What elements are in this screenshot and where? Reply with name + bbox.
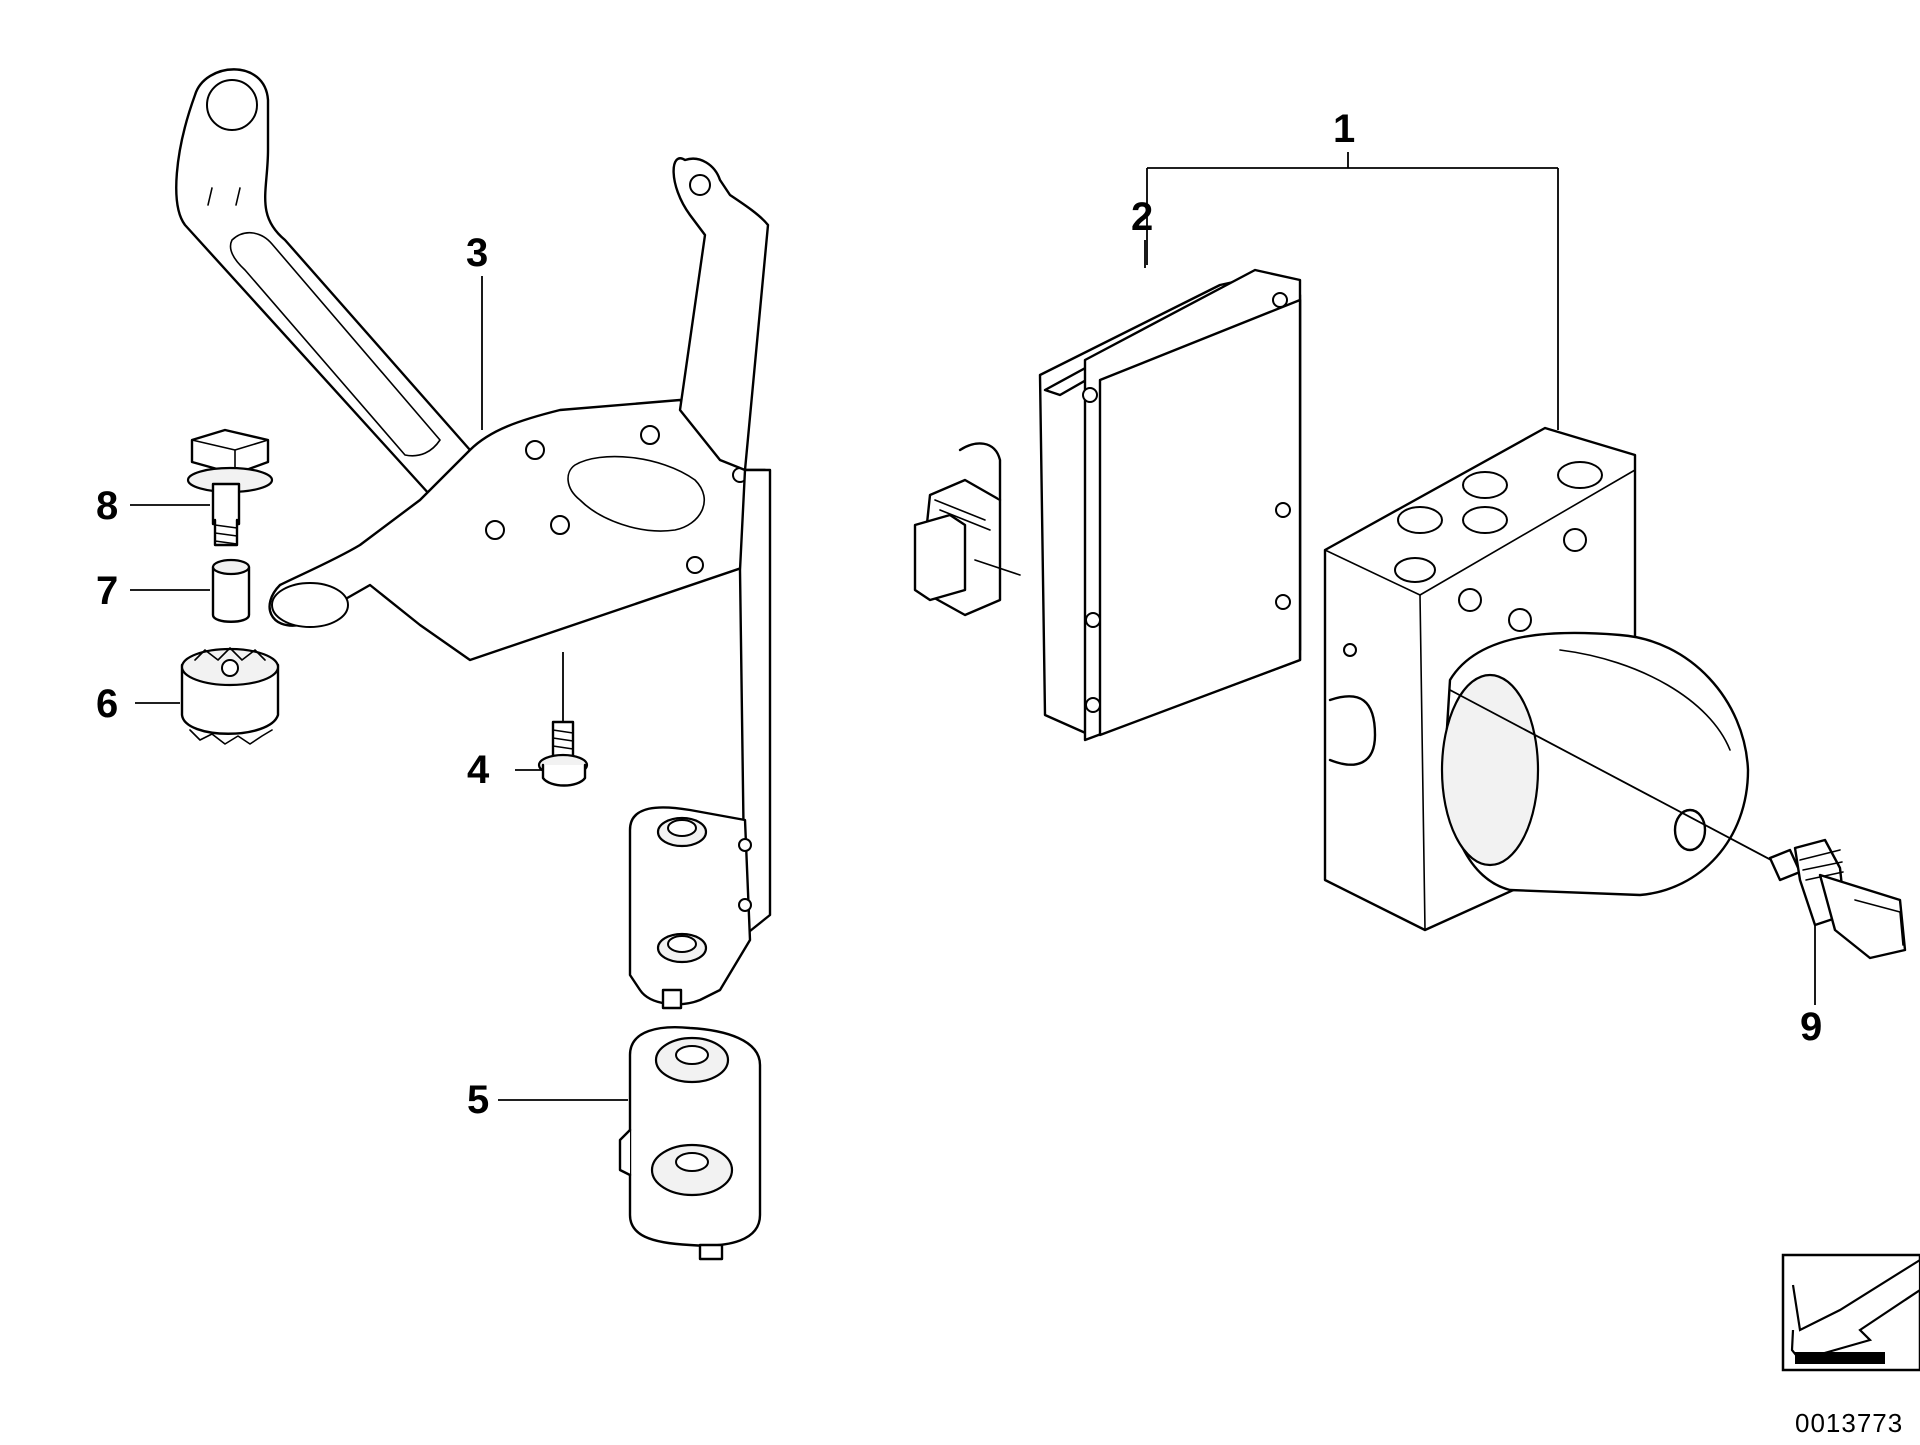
callout-6: 6 <box>96 682 118 726</box>
pressure-sensor-part-9 <box>1449 689 1907 960</box>
reference-icon <box>1781 1253 1920 1372</box>
sleeve-part-7 <box>211 558 251 623</box>
callout-2: 2 <box>1131 195 1153 239</box>
mounting-bracket <box>175 68 772 1010</box>
callout-4: 4 <box>467 748 490 792</box>
leader-lines <box>130 152 1816 1101</box>
callout-7: 7 <box>96 569 118 613</box>
screw-part-4 <box>537 720 589 787</box>
hydraulic-unit <box>1323 426 1750 932</box>
hex-bolt-part-8 <box>186 428 274 547</box>
callout-3: 3 <box>466 231 488 275</box>
reference-number: 0013773 <box>1795 1408 1903 1438</box>
callout-8: 8 <box>96 484 118 528</box>
callout-9: 9 <box>1800 1005 1822 1049</box>
callout-1: 1 <box>1333 107 1355 151</box>
callout-5: 5 <box>467 1078 489 1122</box>
control-unit-part-2 <box>913 268 1302 742</box>
rubber-mount <box>618 1026 762 1261</box>
grommet-part-6 <box>180 647 280 745</box>
